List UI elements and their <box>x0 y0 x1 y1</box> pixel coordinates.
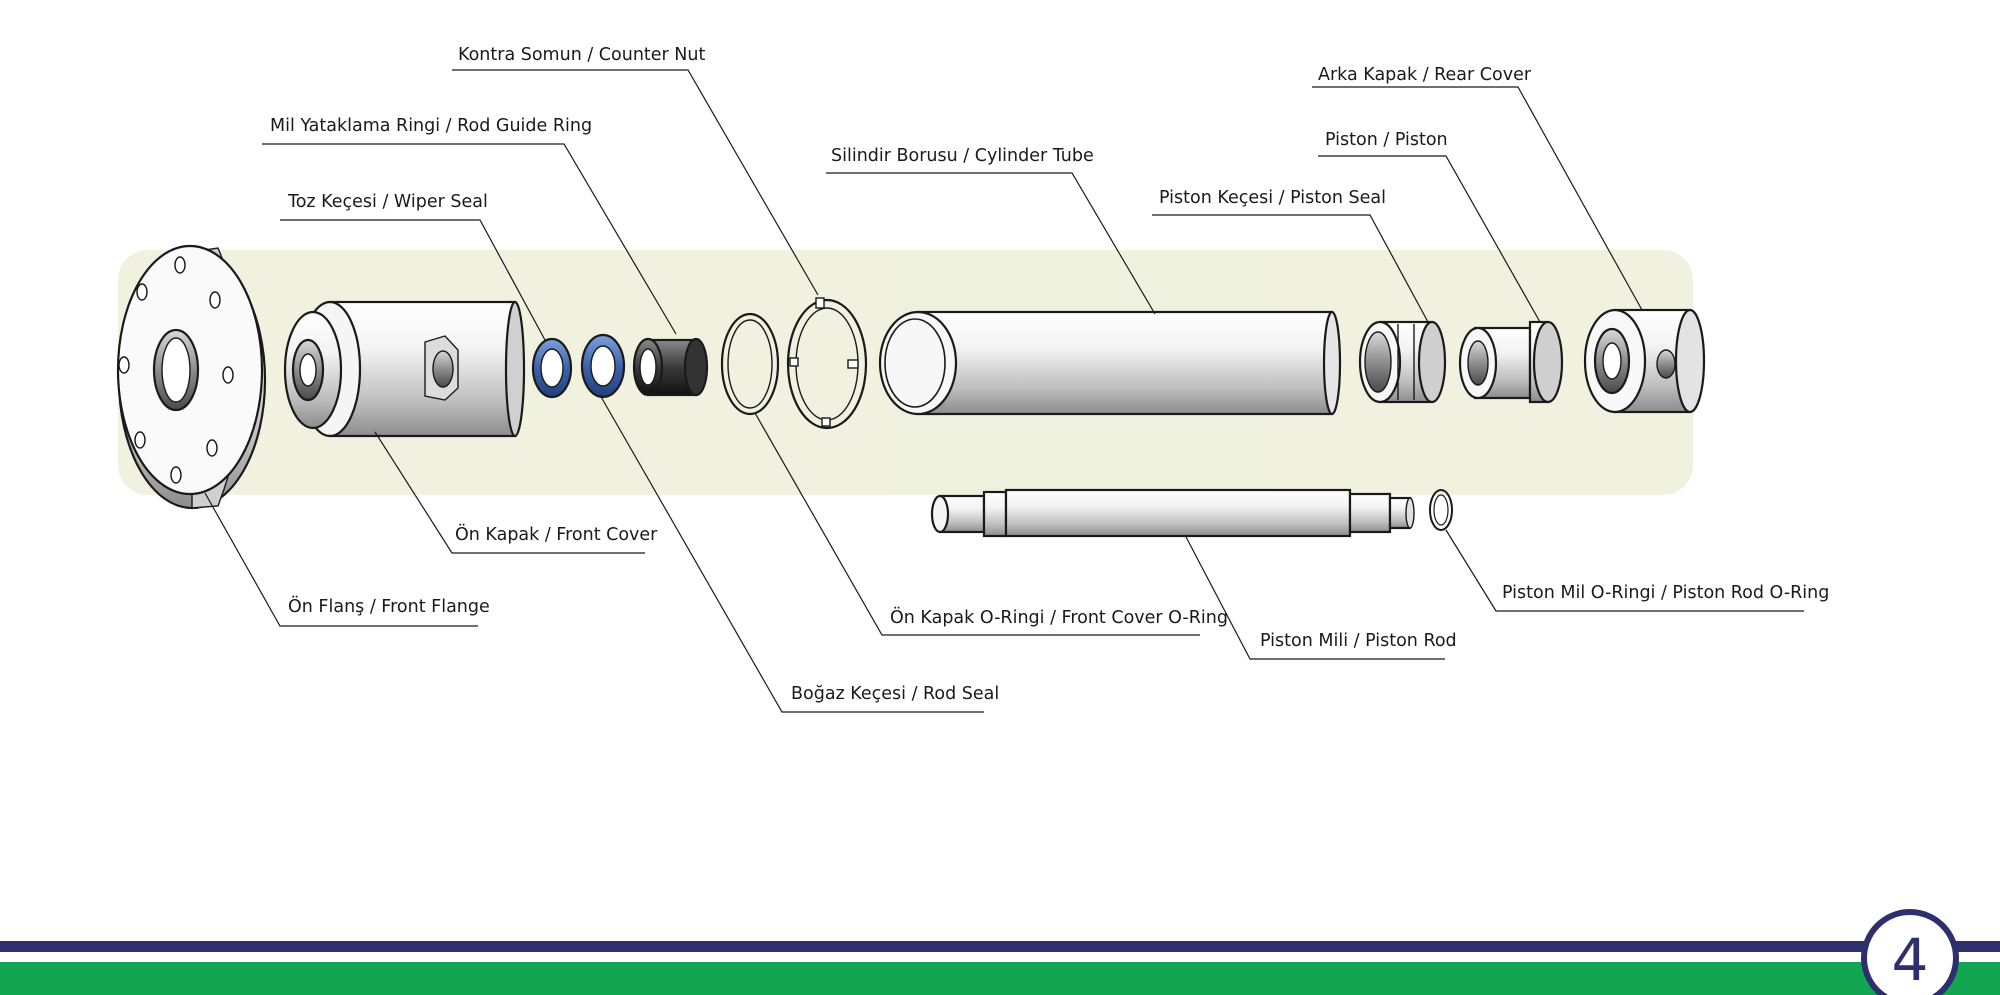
label-piston-seal: Piston Keçesi / Piston Seal <box>1159 188 1386 208</box>
label-cylinder-tube: Silindir Borusu / Cylinder Tube <box>831 146 1094 166</box>
leader-lines <box>204 69 1804 713</box>
label-wiper-seal: Toz Keçesi / Wiper Seal <box>287 192 488 212</box>
label-front-flange: Ön Flanş / Front Flange <box>288 595 490 617</box>
rear-cover-part <box>1583 308 1706 414</box>
label-piston-rod-oring: Piston Mil O-Ringi / Piston Rod O-Ring <box>1502 583 1829 603</box>
piston-seal-part <box>1358 320 1447 404</box>
label-rod-seal: Boğaz Keçesi / Rod Seal <box>791 684 999 704</box>
label-counter-nut: Kontra Somun / Counter Nut <box>458 45 705 65</box>
label-rear-cover: Arka Kapak / Rear Cover <box>1318 65 1532 85</box>
piston-part <box>1458 320 1564 404</box>
footer-green-stripe <box>0 962 2000 995</box>
page-number: 4 <box>1892 926 1929 994</box>
label-front-cover: Ön Kapak / Front Cover <box>455 523 658 545</box>
cylinder-tube-part <box>878 310 1342 416</box>
label-rod-guide-ring: Mil Yataklama Ringi / Rod Guide Ring <box>270 116 592 136</box>
wiper-seal-part <box>531 337 573 399</box>
rod-guide-ring-part <box>632 337 709 397</box>
counter-nut-part <box>786 297 868 430</box>
label-piston: Piston / Piston <box>1325 130 1448 150</box>
footer-navy-stripe <box>0 941 2000 952</box>
page-number-badge <box>1861 909 1959 995</box>
piston-rod-oring-part <box>1429 489 1453 531</box>
label-piston-rod: Piston Mili / Piston Rod <box>1260 631 1457 651</box>
label-front-cover-oring: Ön Kapak O-Ringi / Front Cover O-Ring <box>890 606 1228 628</box>
front-cover-part <box>283 300 526 438</box>
front-flange-part <box>116 244 267 510</box>
front-cover-oring-part <box>720 312 780 416</box>
rod-seal-part <box>580 333 626 399</box>
footer-bar: 4 <box>0 909 2000 995</box>
piston-rod-part <box>930 488 1415 538</box>
